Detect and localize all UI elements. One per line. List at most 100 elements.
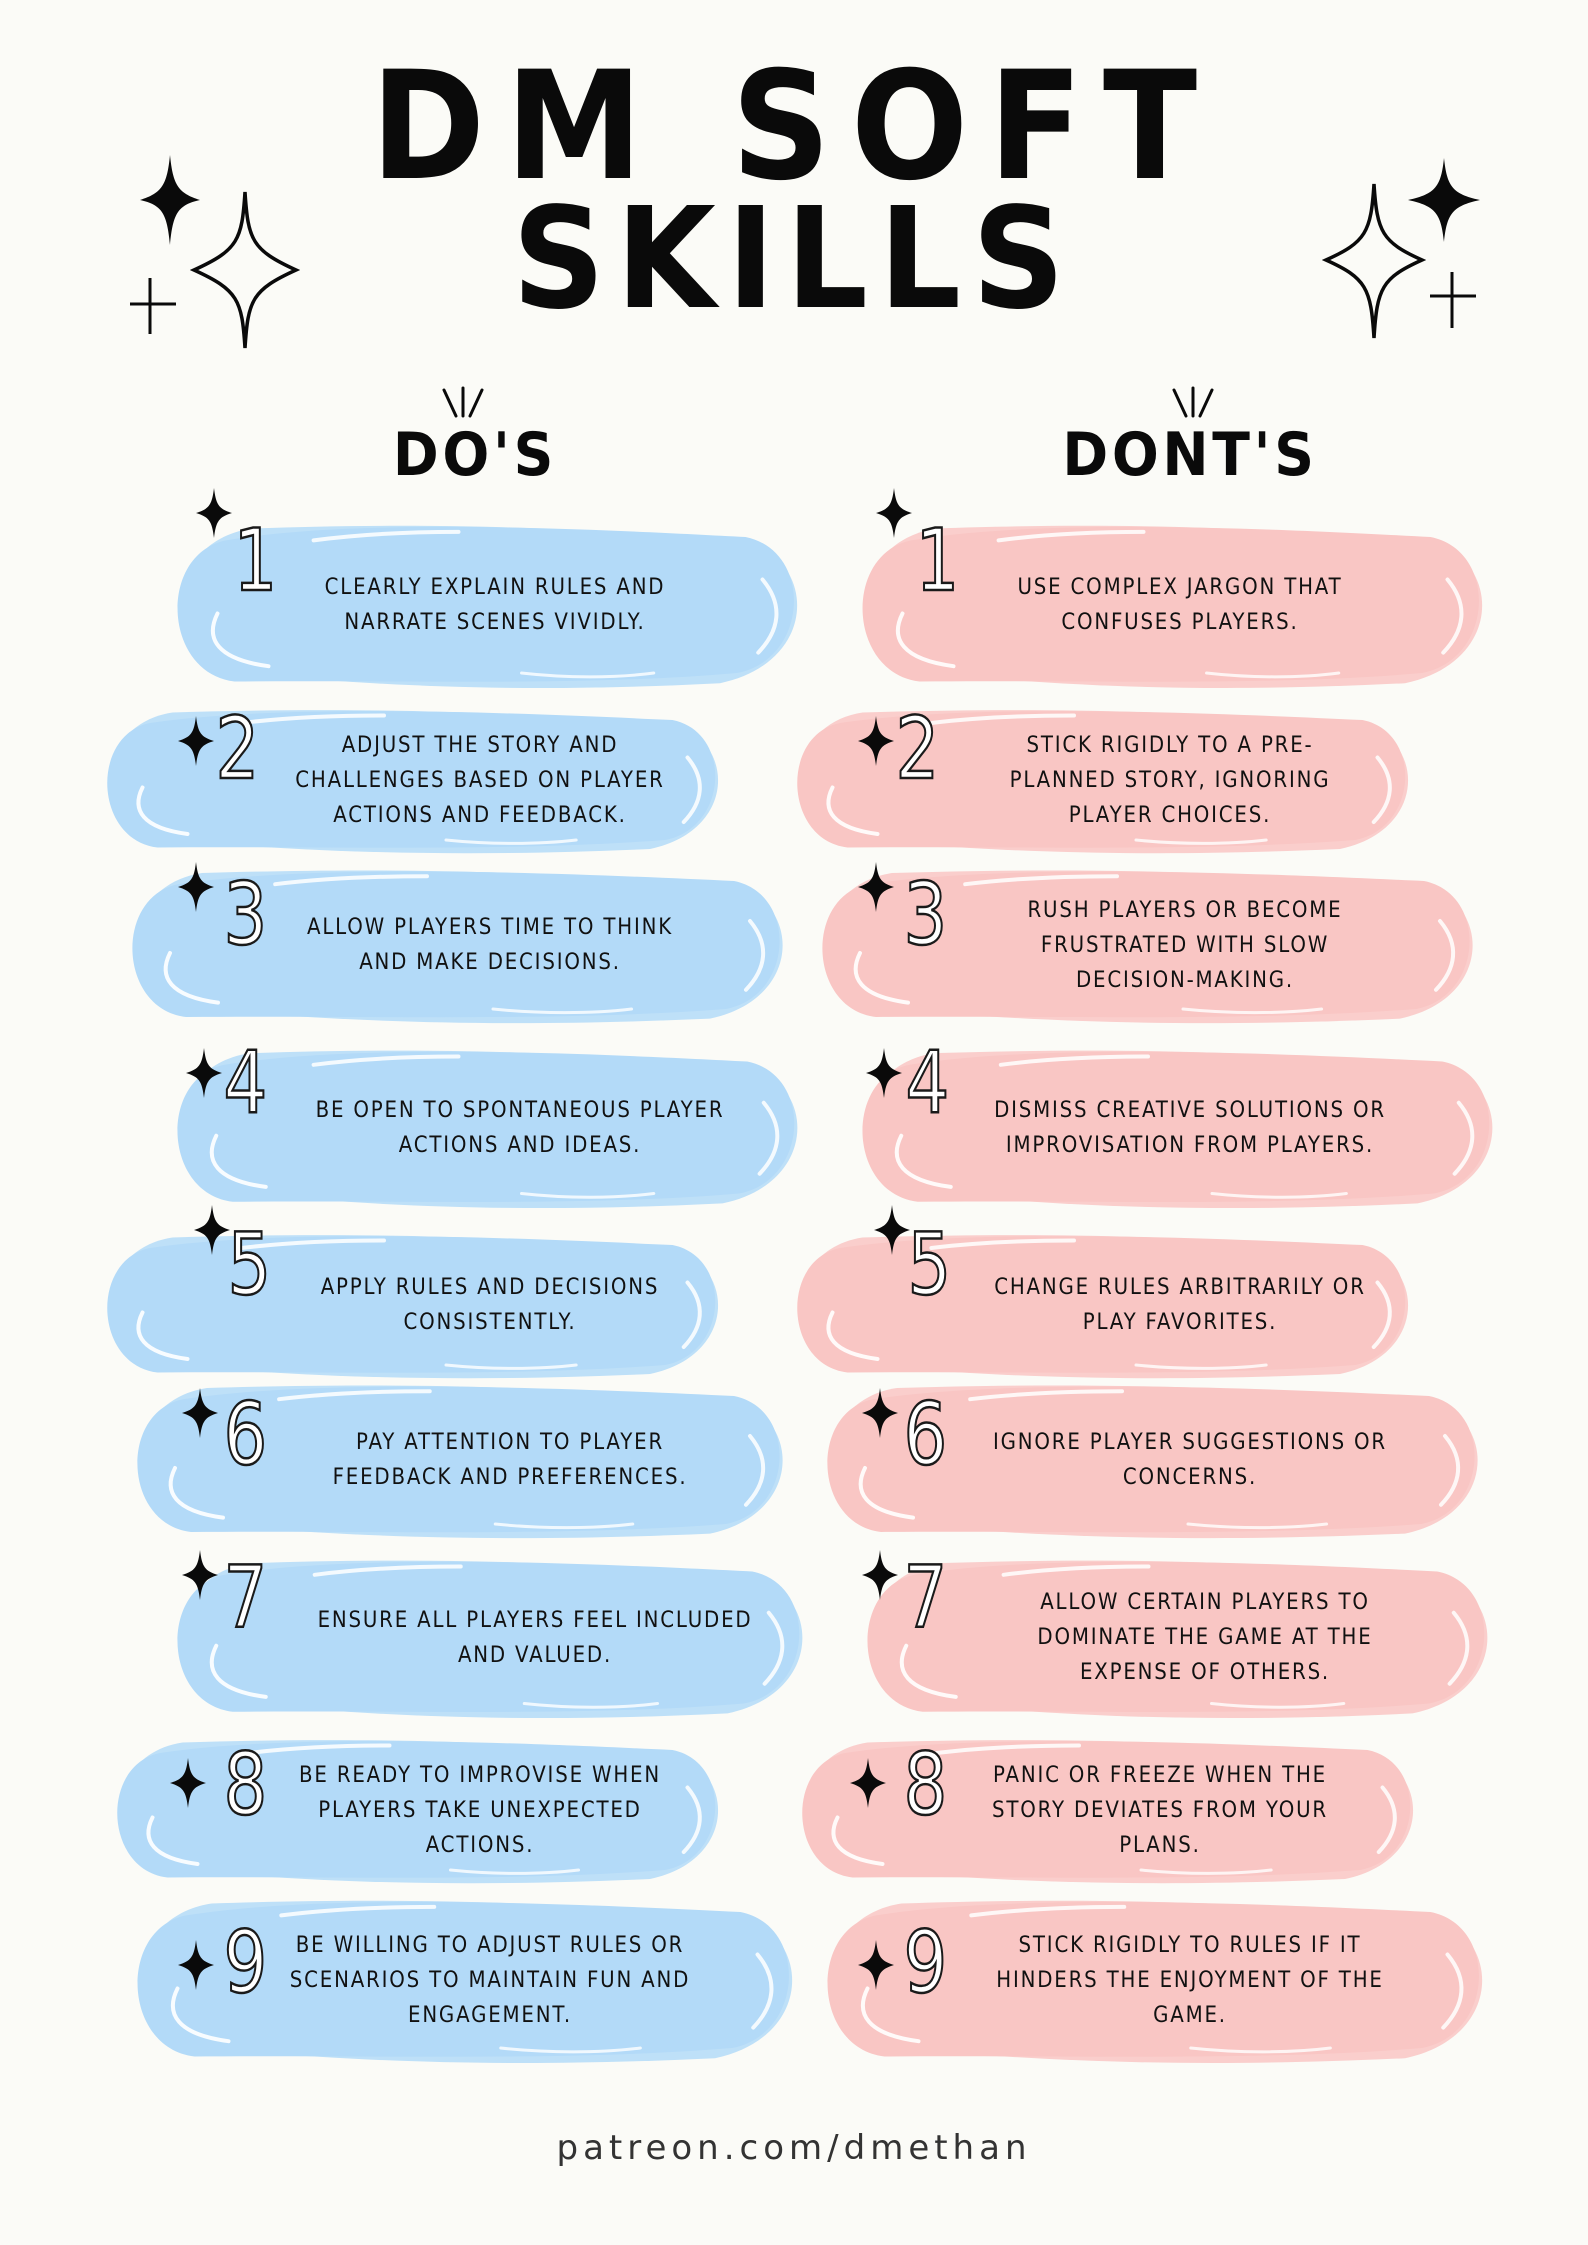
dont-item	[795, 705, 1415, 855]
filled-sparkle-icon	[178, 1940, 214, 1995]
outline-sparkle-icon	[190, 190, 300, 350]
brush-blob-shape	[105, 1230, 725, 1380]
do-item	[175, 1045, 805, 1210]
patreon-link[interactable]: patreon.com/dmethan	[556, 2128, 1032, 2168]
donts-heading: DONT'S	[1062, 420, 1318, 490]
item-number: 8	[902, 1735, 948, 1835]
burst-lines-icon	[438, 386, 488, 427]
filled-sparkle-icon	[876, 488, 912, 543]
item-text: Ignore player suggestions or concerns.	[992, 1430, 1388, 1490]
item-text: Be open to spontaneous player actions an…	[315, 1097, 725, 1158]
filled-sparkle-icon	[182, 1550, 218, 1605]
filled-sparkle-icon	[858, 862, 894, 917]
brush-blob-shape	[860, 1045, 1500, 1210]
brush-blob-shape	[175, 1045, 805, 1210]
dos-heading: DO'S	[392, 420, 558, 490]
item-text: Panic or freeze when the story deviates …	[992, 1762, 1328, 1858]
brush-blob-shape	[795, 1230, 1415, 1380]
item-text: Use complex jargon that confuses players…	[1017, 575, 1343, 635]
item-number: 9	[222, 1913, 268, 2013]
brush-blob-shape	[795, 705, 1415, 855]
do-item	[115, 1735, 725, 1885]
page-title-line-1: DM SOFT	[370, 40, 1218, 214]
dont-item	[865, 1555, 1495, 1720]
filled-sparkle-icon	[862, 1388, 898, 1443]
burst-lines-icon	[1168, 386, 1218, 427]
item-number: 4	[904, 1033, 950, 1133]
item-text: Rush players or become frustrated with s…	[1027, 897, 1343, 993]
brush-blob-shape	[135, 1895, 800, 2065]
item-text: Be willing to adjust rules or scenarios …	[289, 1932, 691, 2028]
dont-item	[825, 1380, 1485, 1540]
do-item	[130, 865, 790, 1025]
item-text: Stick rigidly to rules if it hinders the…	[996, 1932, 1384, 2028]
item-text: Ensure all players feel included and val…	[317, 1607, 753, 1668]
outline-sparkle-icon	[1322, 182, 1426, 340]
filled-sparkle-icon	[874, 1205, 910, 1260]
dont-item	[860, 1045, 1500, 1210]
item-number: 3	[902, 865, 948, 965]
item-text: Pay attention to player feedback and pre…	[332, 1430, 688, 1490]
do-item	[105, 705, 725, 855]
item-number: 6	[222, 1385, 268, 1485]
filled-sparkle-icon	[194, 1205, 230, 1260]
item-text: Be ready to improvise when players take …	[299, 1762, 661, 1858]
brush-blob-shape	[800, 1735, 1420, 1885]
filled-sparkle-icon	[866, 1048, 902, 1103]
brush-blob-shape	[860, 520, 1490, 690]
item-number: 6	[902, 1385, 948, 1485]
filled-sparkle-icon	[178, 862, 214, 917]
do-item	[135, 1895, 800, 2065]
brush-blob-shape	[135, 1380, 790, 1540]
brush-blob-shape	[825, 1895, 1490, 2065]
filled-sparkle-icon	[196, 488, 232, 543]
filled-sparkle-icon	[858, 1940, 894, 1995]
do-item	[105, 1230, 725, 1380]
brush-blob-shape	[105, 705, 725, 855]
dont-item	[800, 1735, 1420, 1885]
filled-sparkle-icon	[178, 716, 214, 771]
brush-blob-shape	[865, 1555, 1495, 1720]
filled-sparkle-icon	[182, 1388, 218, 1443]
dont-item	[825, 1895, 1490, 2065]
item-number: 2	[214, 699, 260, 799]
item-number: 5	[226, 1215, 272, 1315]
item-text: Apply rules and decisions consistently.	[320, 1275, 660, 1335]
do-item	[135, 1380, 790, 1540]
do-item	[175, 1555, 810, 1720]
item-text: Allow certain players to dominate the ga…	[1037, 1590, 1373, 1685]
item-number: 2	[894, 699, 940, 799]
item-text: Change rules arbitrarily or play favorit…	[994, 1275, 1366, 1335]
item-text: Dismiss creative solutions or improvisat…	[994, 1097, 1386, 1158]
plus-icon	[1428, 270, 1478, 330]
filled-sparkle-icon	[170, 1758, 206, 1813]
brush-blob-shape	[175, 1555, 810, 1720]
dont-item	[820, 865, 1480, 1025]
dont-item	[860, 520, 1490, 690]
brush-blob-shape	[115, 1735, 725, 1885]
filled-sparkle-icon	[850, 1758, 886, 1813]
do-item	[175, 520, 805, 690]
item-number: 7	[902, 1548, 948, 1648]
item-text: Stick rigidly to a pre-planned story, ig…	[1009, 732, 1331, 828]
filled-sparkle-icon	[140, 155, 200, 245]
item-number: 8	[222, 1735, 268, 1835]
item-number: 3	[222, 865, 268, 965]
item-number: 9	[902, 1913, 948, 2013]
item-number: 4	[222, 1033, 268, 1133]
brush-blob-shape	[130, 865, 790, 1025]
filled-sparkle-icon	[1408, 158, 1480, 242]
item-number: 7	[222, 1548, 268, 1648]
plus-icon	[128, 276, 178, 336]
item-number: 1	[914, 511, 960, 611]
filled-sparkle-icon	[862, 1550, 898, 1605]
item-number: 1	[232, 511, 278, 611]
brush-blob-shape	[820, 865, 1480, 1025]
item-text: Allow players time to think and make dec…	[306, 915, 674, 975]
page-title-line-2: SKILLS	[512, 178, 1076, 341]
item-text: Adjust the story and challenges based on…	[295, 732, 665, 828]
brush-blob-shape	[175, 520, 805, 690]
item-text: Clearly explain rules and narrate scenes…	[324, 575, 666, 635]
dont-item	[795, 1230, 1415, 1380]
filled-sparkle-icon	[186, 1048, 222, 1103]
